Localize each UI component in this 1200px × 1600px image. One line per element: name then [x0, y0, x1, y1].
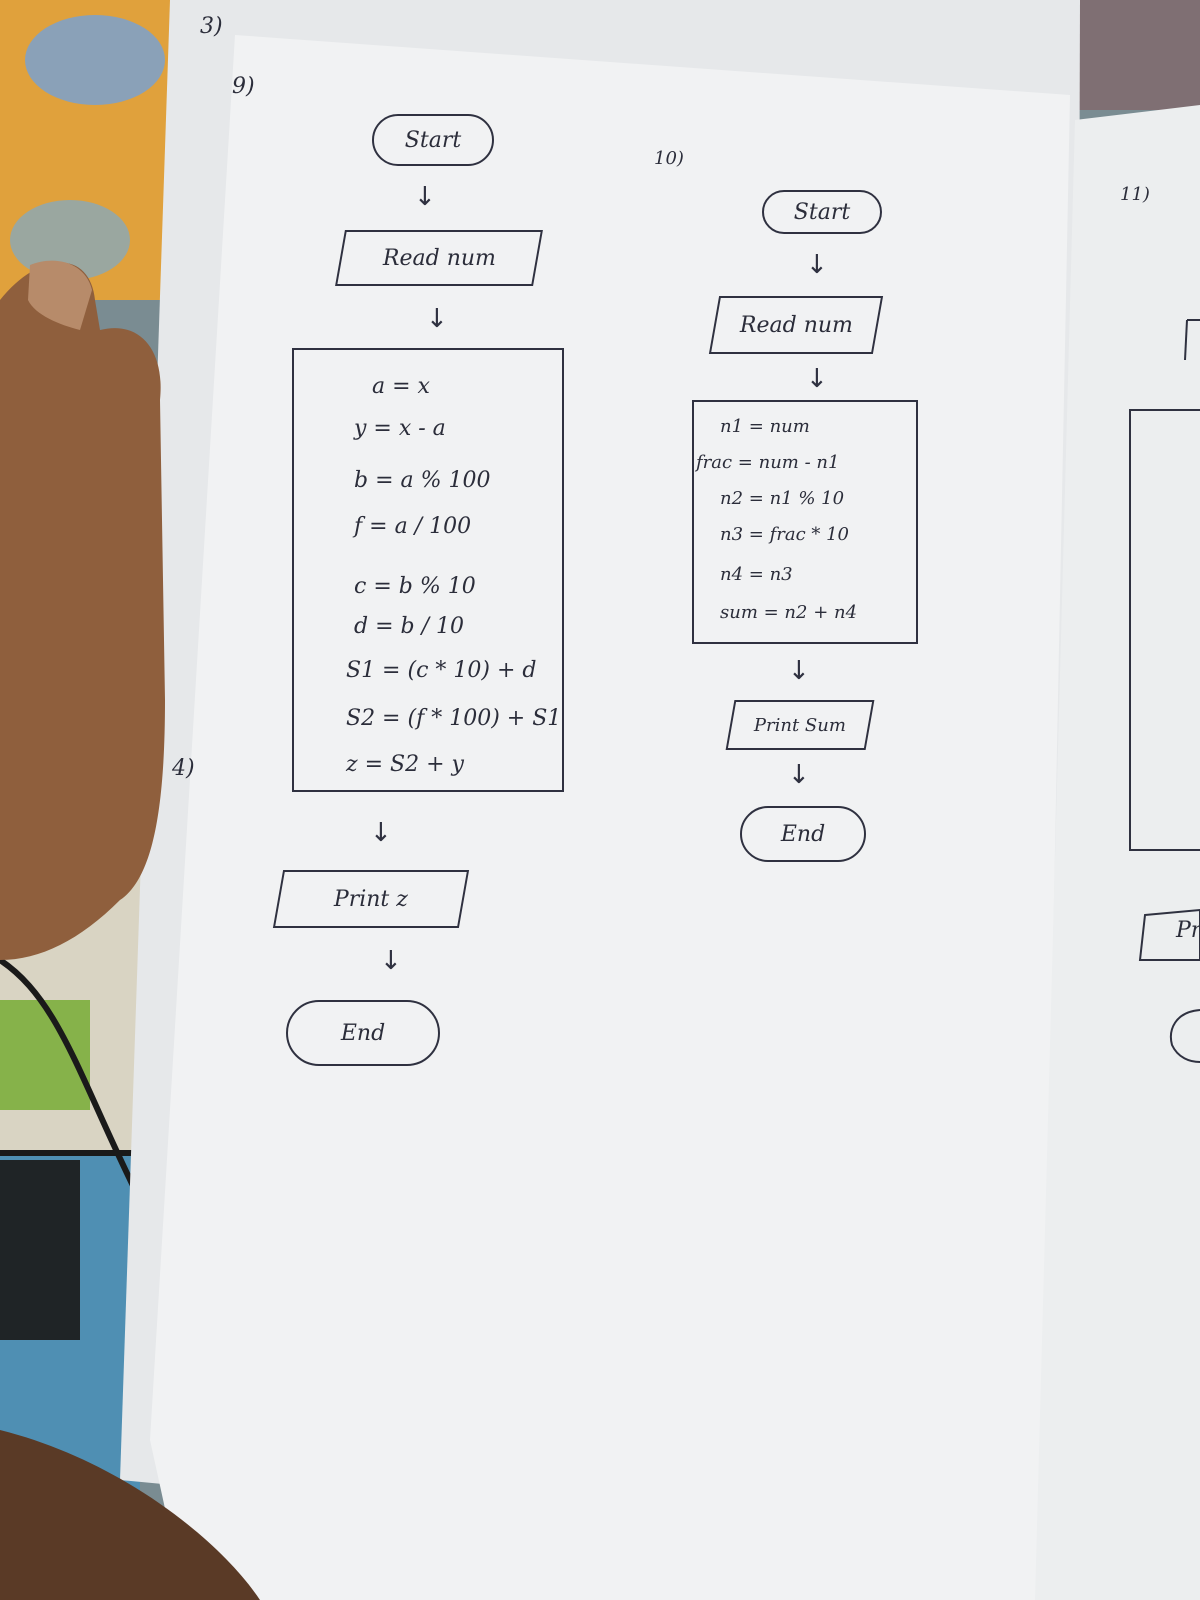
arm — [0, 1430, 260, 1600]
label-3: 3) — [200, 14, 223, 39]
fc10-step-5: n4 = n3 — [720, 564, 793, 585]
fc10-input-box: Read num — [708, 296, 884, 354]
dark-object — [0, 1160, 80, 1340]
fc10-arrow-2: ↓ — [806, 364, 828, 394]
fc10-output-box: Print Sum — [725, 700, 875, 750]
fc9-output-box: Print z — [272, 870, 470, 928]
fc10-step-4: n3 = frac * 10 — [720, 524, 849, 545]
fc9-step-6: d = b / 10 — [354, 614, 464, 639]
fc10-step-2: frac = num - n1 — [696, 452, 840, 473]
label-question-9: 9) — [232, 74, 255, 99]
fc9-step-2: y = x - a — [354, 416, 446, 441]
fc9-input-label: Read num — [382, 245, 496, 271]
partial-output-box — [1138, 908, 1200, 961]
label-4: 4) — [172, 756, 195, 781]
fc9-step-7: S1 = (c * 10) + d — [346, 658, 537, 683]
fc10-end-terminal: End — [740, 806, 866, 862]
fc9-step-1: a = x — [372, 374, 430, 399]
fc9-arrow-1: ↓ — [414, 182, 436, 212]
fc10-start-terminal: Start — [762, 190, 882, 234]
fc9-step-8: S2 = (f * 100) + S1 — [346, 706, 562, 731]
cable-horizontal — [0, 1150, 140, 1156]
fabric-pattern-blue — [25, 15, 165, 105]
fc9-step-4: f = a / 100 — [354, 514, 472, 539]
fc10-process-box: n1 = num frac = num - n1 n2 = n1 % 10 n3… — [692, 400, 918, 644]
fc10-arrow-1: ↓ — [806, 250, 828, 280]
fc9-end-label: End — [340, 1020, 386, 1046]
label-question-10: 10) — [654, 148, 684, 169]
fc9-start-label: Start — [404, 127, 462, 153]
fc9-input-box: Read num — [335, 230, 543, 286]
thumbnail — [28, 260, 92, 330]
fc10-step-1: n1 = num — [720, 416, 810, 437]
fc9-output-label: Print z — [334, 886, 408, 912]
fc9-arrow-4: ↓ — [380, 946, 402, 976]
partial-end-terminal — [1170, 1009, 1200, 1063]
partial-input-side — [1184, 319, 1188, 361]
cable — [0, 957, 143, 1202]
fc9-step-5: c = b % 10 — [354, 574, 476, 599]
fc9-step-3: b = a % 100 — [354, 468, 491, 493]
fc9-process-box: a = x y = x - a b = a % 100 f = a / 100 … — [292, 348, 564, 792]
fc9-start-terminal: Start — [372, 114, 494, 166]
fc10-step-6: sum = n2 + n4 — [720, 602, 858, 623]
fc10-arrow-4: ↓ — [788, 760, 810, 790]
fc10-step-3: n2 = n1 % 10 — [720, 488, 845, 509]
paper-main-sheet — [150, 35, 1070, 1600]
hand — [0, 262, 165, 960]
partial-process-box — [1129, 409, 1200, 851]
fc9-arrow-2: ↓ — [426, 304, 448, 334]
fc10-input-label: Read num — [739, 312, 853, 338]
fc10-output-label: Print Sum — [753, 714, 846, 736]
fc9-arrow-3: ↓ — [370, 818, 392, 848]
fc9-step-9: z = S2 + y — [346, 752, 464, 777]
fc9-end-terminal: End — [286, 1000, 440, 1066]
label-question-11: 11) — [1120, 184, 1150, 205]
fc10-arrow-3: ↓ — [788, 656, 810, 686]
partial-output-fragment: Pr — [1176, 918, 1200, 943]
fabric-pattern-gray — [10, 200, 130, 280]
fabric-patch-green — [0, 1000, 90, 1110]
fc10-end-label: End — [780, 821, 826, 847]
fc10-start-label: Start — [793, 199, 851, 225]
paper-right-page — [1035, 105, 1200, 1600]
